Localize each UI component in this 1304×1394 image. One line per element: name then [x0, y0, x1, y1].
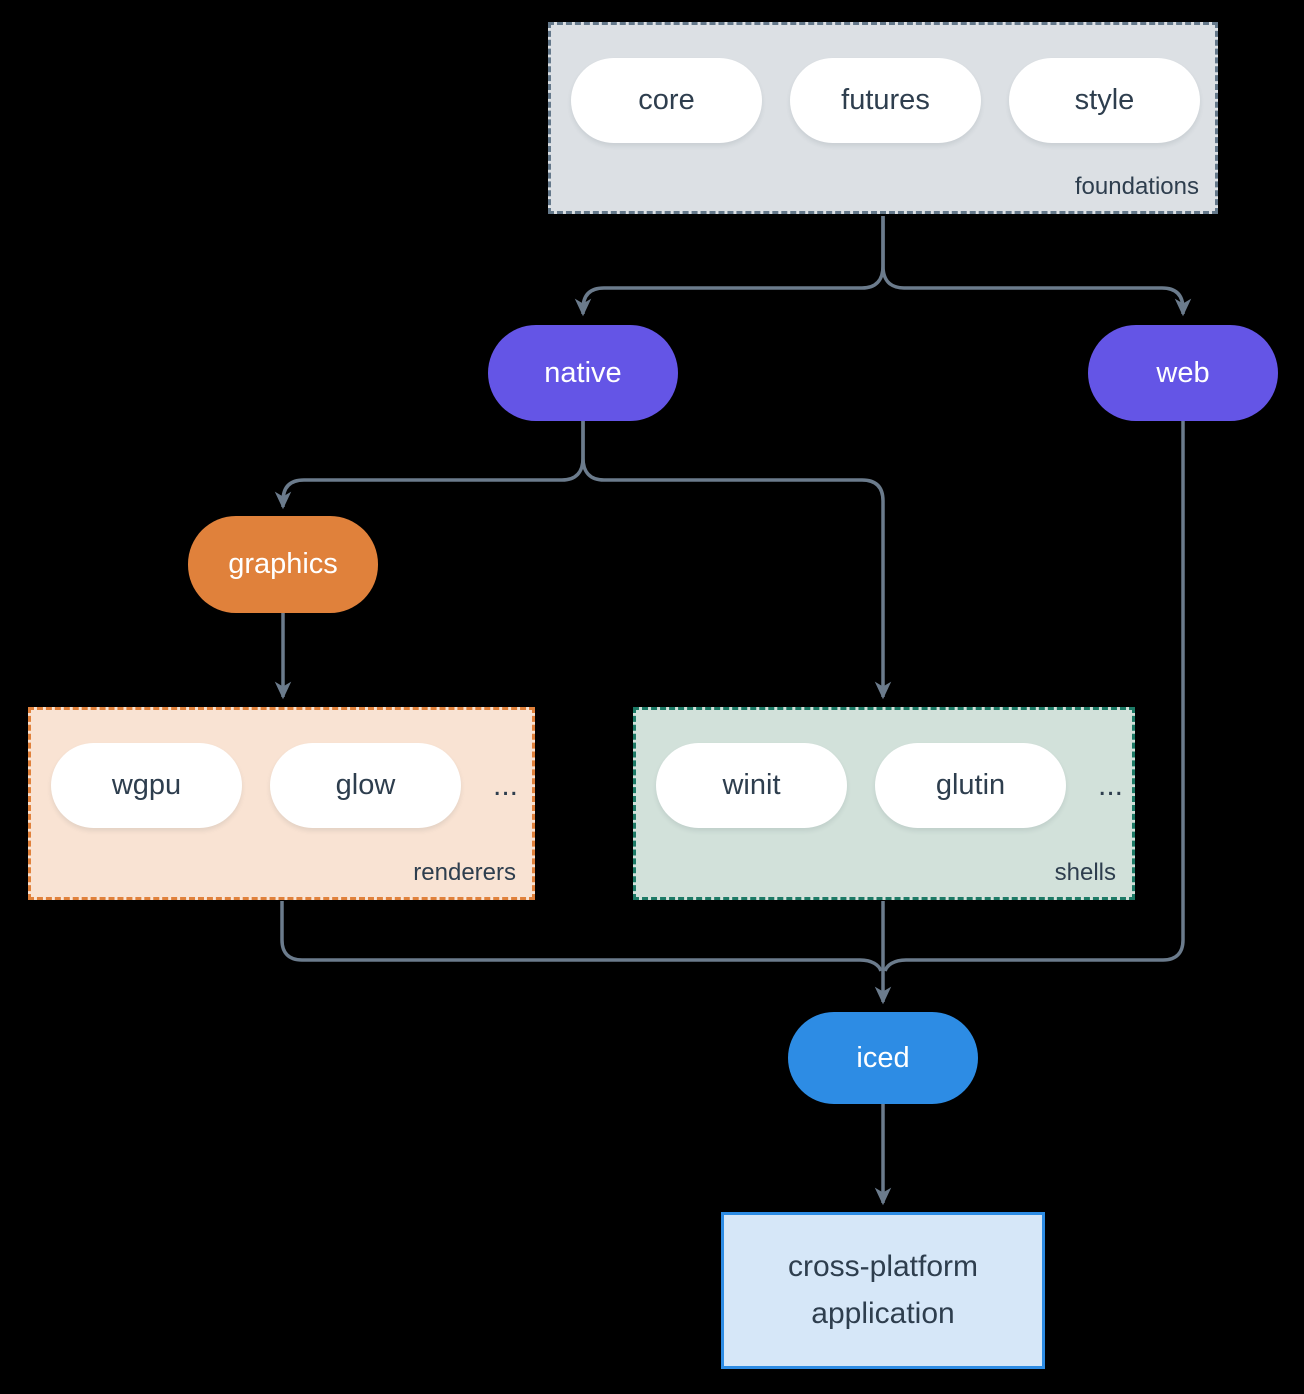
node-core: core [571, 58, 762, 143]
shells-pill-row: winit glutin ... [636, 710, 1132, 828]
node-cross-platform-application: cross-platform application [721, 1212, 1045, 1369]
connector-foundations-to-web [881, 216, 1192, 317]
group-foundations: core futures style foundations [548, 22, 1218, 214]
node-style: style [1009, 58, 1200, 143]
shells-ellipsis: ... [1098, 768, 1124, 802]
node-web: web [1088, 325, 1278, 421]
node-native: native [488, 325, 678, 421]
foundations-label: foundations [1074, 173, 1199, 200]
group-shells: winit glutin ... shells [633, 707, 1135, 900]
node-glutin: glutin [875, 743, 1066, 828]
node-graphics: graphics [188, 516, 378, 613]
shells-label: shells [1054, 859, 1116, 886]
renderers-ellipsis: ... [493, 768, 519, 802]
application-label-line2: application [811, 1296, 955, 1330]
connector-renderers-to-merge [280, 901, 883, 972]
node-futures: futures [790, 58, 981, 143]
node-glow: glow [270, 743, 461, 828]
node-wgpu: wgpu [51, 743, 242, 828]
renderers-pill-row: wgpu glow ... [31, 710, 532, 828]
renderers-label: renderers [413, 859, 516, 886]
connector-foundations-to-native [574, 216, 885, 317]
connector-native-to-graphics [274, 421, 585, 510]
foundations-pill-row: core futures style [551, 25, 1215, 143]
group-renderers: wgpu glow ... renderers [28, 707, 535, 900]
node-iced: iced [788, 1012, 978, 1104]
node-winit: winit [656, 743, 847, 828]
connector-native-to-shells [581, 421, 892, 700]
application-label-line1: cross-platform [787, 1250, 979, 1283]
